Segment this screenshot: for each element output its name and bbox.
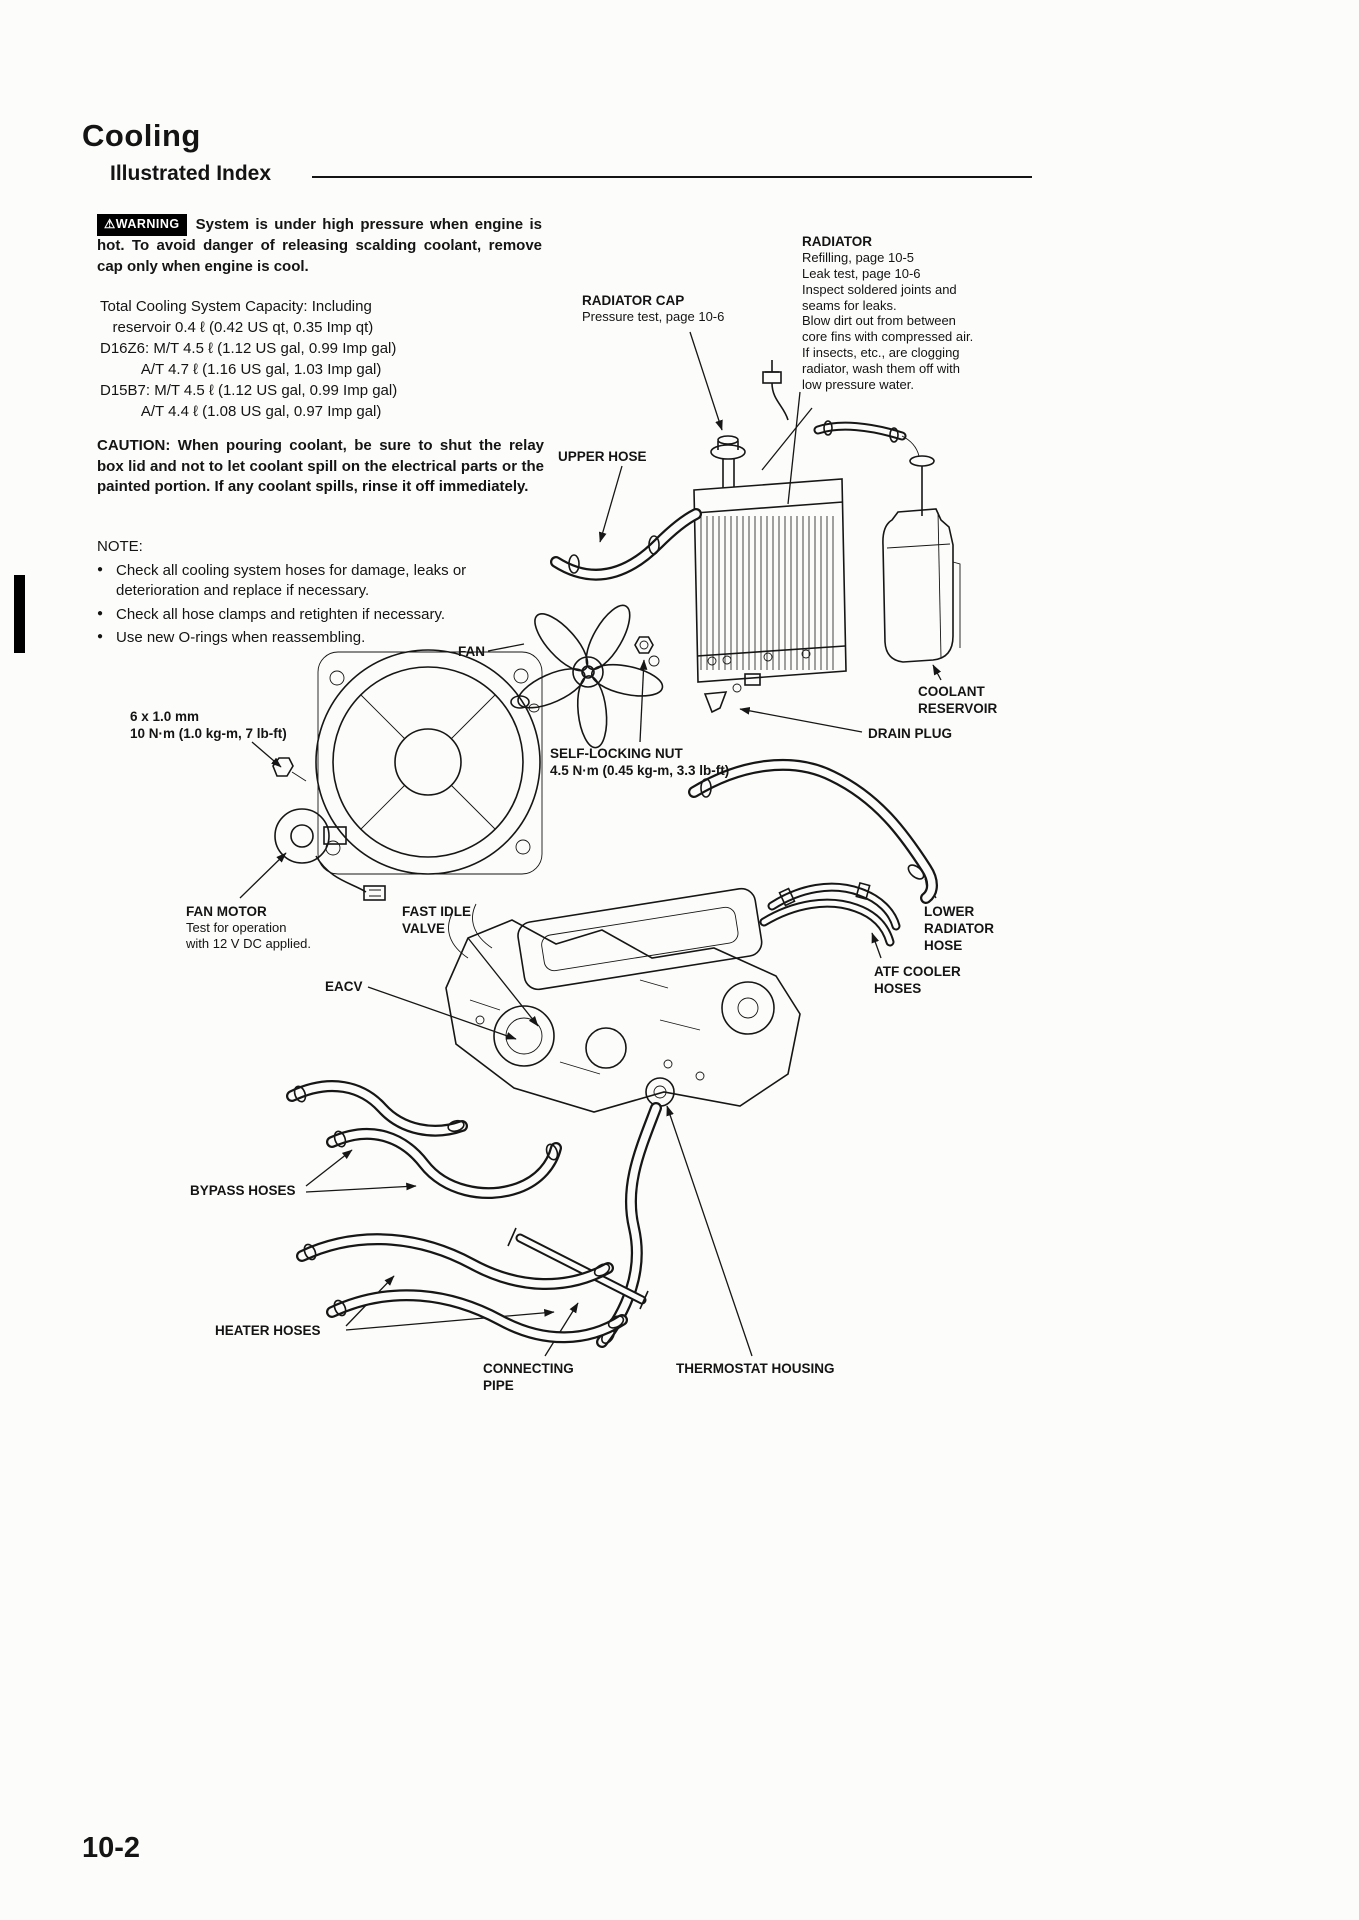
label-drain-plug: DRAIN PLUG xyxy=(868,726,952,741)
label-lower-radiator-hose: LOWER RADIATOR HOSE xyxy=(924,903,994,954)
page-title: Cooling xyxy=(82,118,201,153)
label-fan-bolt: 6 x 1.0 mm 10 N·m (1.0 kg-m, 7 lb-ft) xyxy=(130,708,287,742)
engine-drawing xyxy=(445,887,801,1113)
label-atf-cooler-hoses-line: HOSES xyxy=(874,981,922,996)
label-fast-idle-valve: FAST IDLE VALVE xyxy=(402,903,471,937)
label-eacv: EACV xyxy=(325,979,363,994)
binding-mark xyxy=(14,575,25,653)
capacity-block: Total Cooling System Capacity: Including… xyxy=(100,296,397,422)
leader-lines xyxy=(239,331,942,1357)
caution-label: CAUTION: xyxy=(97,437,171,454)
label-atf-cooler-hoses: ATF COOLER HOSES xyxy=(874,963,961,997)
thermostat-housing-drawing xyxy=(596,1077,675,1348)
label-fan-bolt-line: 6 x 1.0 mm xyxy=(130,709,200,724)
label-fast-idle-valve-line: FAST IDLE xyxy=(402,904,472,919)
label-coolant-reservoir-line: COOLANT xyxy=(918,684,985,699)
radiator-drawing xyxy=(693,360,847,686)
note-label: NOTE: xyxy=(97,538,143,555)
label-connecting-pipe: CONNECTING PIPE xyxy=(483,1360,574,1394)
drain-plug-drawing xyxy=(703,683,742,714)
label-radiator-note: core fins with compressed air. xyxy=(802,329,974,345)
page-subtitle: Illustrated Index xyxy=(110,162,272,185)
label-fan: FAN xyxy=(458,644,485,659)
label-radiator-note: radiator, wash them off with xyxy=(802,361,961,377)
label-radiator-note: If insects, etc., are clogging xyxy=(802,345,960,361)
label-radiator-note: low pressure water. xyxy=(802,376,914,392)
note-block: NOTE: Check all cooling system hoses for… xyxy=(97,538,529,652)
label-radiator-note: Inspect soldered joints and xyxy=(802,281,957,297)
label-fan-motor: FAN MOTOR Test for operation with 12 V D… xyxy=(186,903,311,952)
lower-radiator-hose-drawing xyxy=(688,758,938,904)
header-rule xyxy=(312,176,1032,178)
label-atf-cooler-hoses-line: ATF COOLER xyxy=(874,964,961,979)
capacity-line: A/T 4.4 ℓ (1.08 US gal, 0.97 Imp gal) xyxy=(100,403,382,420)
label-fan-motor-title: FAN MOTOR xyxy=(186,904,267,919)
label-heater-hoses: HEATER HOSES xyxy=(215,1323,321,1338)
label-fan-motor-sub: Test for operation xyxy=(186,920,287,935)
fan-shroud-drawing xyxy=(315,649,543,875)
label-thermostat-housing: THERMOSTAT HOUSING xyxy=(676,1361,835,1376)
label-lower-radiator-hose-line: LOWER xyxy=(924,904,975,919)
label-lower-radiator-hose-line: HOSE xyxy=(924,938,963,953)
capacity-line: D16Z6: M/T 4.5 ℓ (1.12 US gal, 0.99 Imp … xyxy=(100,340,397,357)
caution-paragraph: CAUTION: When pouring coolant, be sure t… xyxy=(97,436,544,498)
fan-motor-drawing xyxy=(274,808,386,901)
label-self-locking-nut-line: SELF-LOCKING NUT xyxy=(550,746,683,761)
label-radiator-note: seams for leaks. xyxy=(802,297,897,313)
capacity-line: reservoir 0.4 ℓ (0.42 US qt, 0.35 Imp qt… xyxy=(100,319,374,336)
label-lower-radiator-hose-line: RADIATOR xyxy=(924,921,994,936)
label-radiator-note: Blow dirt out from between xyxy=(802,313,956,329)
label-upper-hose: UPPER HOSE xyxy=(558,449,647,464)
hardware-drawing xyxy=(272,636,660,782)
label-radiator-title: RADIATOR xyxy=(802,234,872,249)
warning-badge: ⚠WARNING xyxy=(97,214,187,237)
label-connecting-pipe-line: PIPE xyxy=(483,1378,514,1393)
heater-hoses-drawing xyxy=(296,1233,628,1344)
note-item: Check all hose clamps and retighten if n… xyxy=(97,605,529,625)
label-self-locking-nut: SELF-LOCKING NUT 4.5 N·m (0.45 kg-m, 3.3… xyxy=(550,745,729,779)
capacity-line: A/T 4.7 ℓ (1.16 US gal, 1.03 Imp gal) xyxy=(100,361,382,378)
capacity-line: Total Cooling System Capacity: Including xyxy=(100,298,372,315)
note-item: Use new O-rings when reassembling. xyxy=(97,628,529,648)
note-list: Check all cooling system hoses for damag… xyxy=(97,561,529,648)
label-fan-bolt-line: 10 N·m (1.0 kg-m, 7 lb-ft) xyxy=(130,726,287,741)
label-fast-idle-valve-line: VALVE xyxy=(402,921,446,936)
label-self-locking-nut-line: 4.5 N·m (0.45 kg-m, 3.3 lb-ft) xyxy=(550,763,730,778)
warning-text: System is under high pressure when engin… xyxy=(97,216,542,275)
label-coolant-reservoir-line: RESERVOIR xyxy=(918,701,998,716)
connecting-pipe-drawing xyxy=(507,1227,649,1310)
reservoir-hose-drawing xyxy=(813,420,935,516)
atf-cooler-hoses-drawing xyxy=(759,881,901,947)
caution-text: When pouring coolant, be sure to shut th… xyxy=(97,437,545,496)
note-item: Check all cooling system hoses for damag… xyxy=(97,561,529,601)
upper-hose-drawing xyxy=(550,508,702,581)
coolant-reservoir-drawing xyxy=(882,508,961,663)
label-connecting-pipe-line: CONNECTING xyxy=(483,1361,574,1376)
label-radiator-note: Refilling, page 10-5 xyxy=(802,250,915,265)
capacity-line: D15B7: M/T 4.5 ℓ (1.12 US gal, 0.99 Imp … xyxy=(100,382,398,399)
page-number: 10-2 xyxy=(82,1832,141,1864)
label-radiator-cap: RADIATOR CAP Pressure test, page 10-6 xyxy=(582,292,724,325)
label-fan-motor-sub: with 12 V DC applied. xyxy=(186,935,312,951)
label-bypass-hoses: BYPASS HOSES xyxy=(190,1183,296,1198)
fan-drawing xyxy=(517,604,664,749)
label-radiator-note: Leak test, page 10-6 xyxy=(802,265,921,281)
label-coolant-reservoir: COOLANT RESERVOIR xyxy=(918,683,997,717)
label-radiator: RADIATOR Refilling, page 10-5 Leak test,… xyxy=(802,233,973,393)
label-radiator-cap-sub: Pressure test, page 10-6 xyxy=(582,309,725,324)
label-radiator-cap-title: RADIATOR CAP xyxy=(582,293,685,308)
bypass-hoses-drawing xyxy=(286,1080,562,1200)
